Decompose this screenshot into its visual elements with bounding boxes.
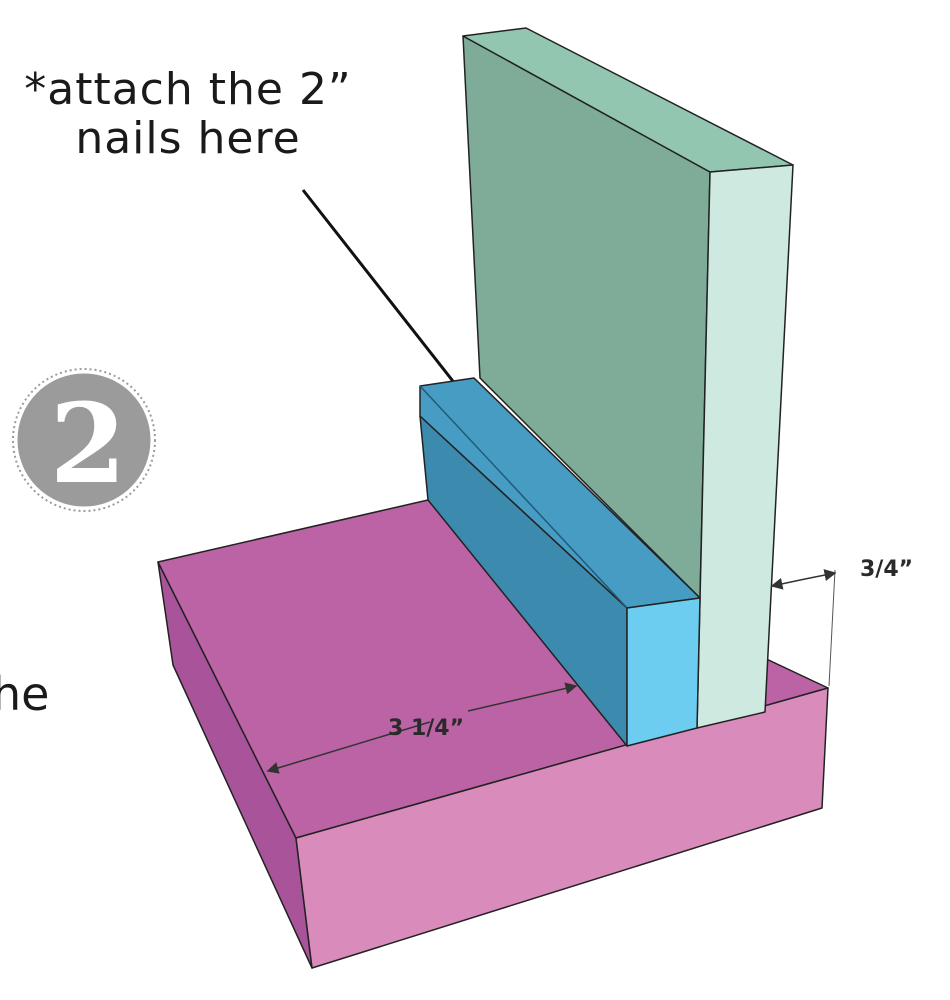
dimension-base-depth-label: 3 1/4” bbox=[388, 716, 464, 741]
cropped-body-text: he bbox=[0, 667, 49, 721]
step-badge-circle bbox=[14, 370, 154, 510]
callout-line-2: nails here bbox=[75, 113, 300, 164]
dimension-thickness-arrow-left bbox=[770, 577, 806, 590]
dimension-thickness-arrow-right bbox=[804, 569, 837, 581]
dimension-base-depth: 3 1/4” bbox=[266, 682, 578, 774]
dimension-board-thickness-label: 3/4” bbox=[860, 557, 913, 582]
callout-line-1: *attach the 2” bbox=[24, 64, 351, 115]
step-badge-dotted-ring bbox=[12, 368, 156, 512]
step-badge: 2 bbox=[12, 368, 156, 512]
callout-arrow bbox=[301, 189, 478, 413]
nailing-strip bbox=[419, 377, 701, 747]
dimension-base-depth-line-2 bbox=[467, 682, 578, 712]
dimension-base-depth-line bbox=[266, 721, 431, 774]
dimension-thickness-extension-line bbox=[828, 569, 836, 687]
back-panel bbox=[462, 27, 794, 729]
back-panel-edge-face bbox=[696, 164, 794, 729]
nailing-strip-top-edge bbox=[419, 385, 628, 609]
dimension-board-thickness: 3/4” bbox=[770, 557, 913, 687]
step-badge-number: 2 bbox=[50, 379, 127, 508]
nailing-strip-end-face bbox=[626, 597, 701, 747]
